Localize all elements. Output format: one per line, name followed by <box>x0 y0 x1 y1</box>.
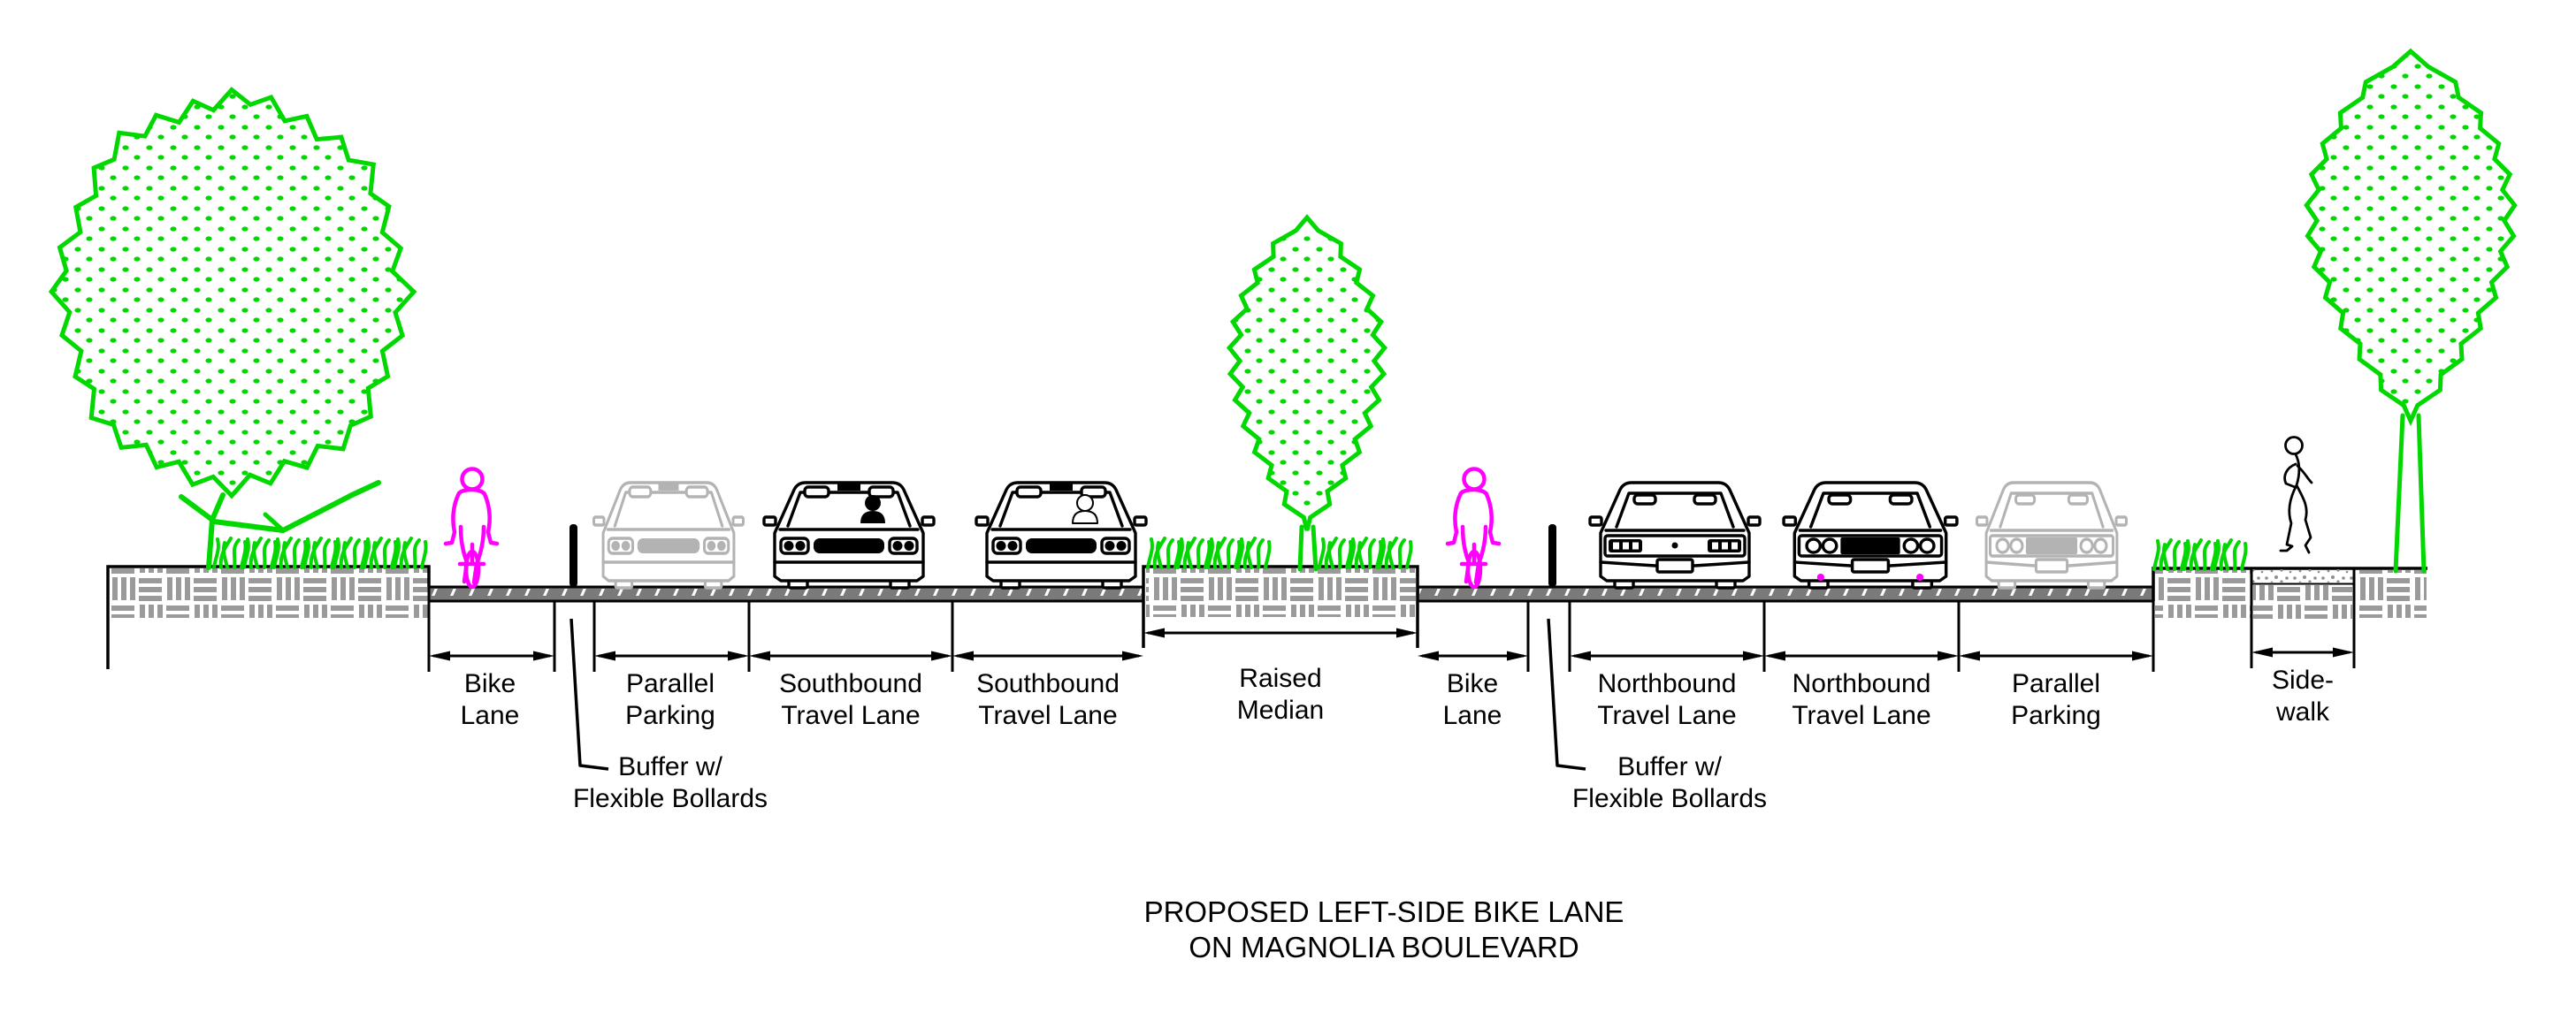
extension-lines <box>427 601 2155 672</box>
label-northbound-lane-1: Northbound Travel Lane <box>1597 668 1736 732</box>
label-line: Travel Lane <box>1792 701 1931 730</box>
car-northbound-lane-1 <box>1588 481 1762 590</box>
left-verge <box>106 565 431 669</box>
label-line: Southbound <box>779 669 922 698</box>
dim-southbound-2 <box>952 651 1143 661</box>
label-line: Buffer w/ <box>1617 752 1722 781</box>
label-bike-lane-left: Bike Lane <box>461 668 520 732</box>
label-line: Northbound <box>1792 669 1931 698</box>
car-southbound-lane-1 <box>762 481 936 590</box>
car-parked-northbound <box>1976 481 2128 590</box>
dim-northbound-2 <box>1764 651 1959 661</box>
callout-buffer-right: Buffer w/ Flexible Bollards <box>1572 751 1767 815</box>
label-parallel-parking-left: Parallel Parking <box>625 668 715 732</box>
title-line: PROPOSED LEFT-SIDE BIKE LANE <box>1143 895 1624 928</box>
dim-parallel-parking-right <box>1959 651 2153 661</box>
label-line: Parallel <box>625 669 715 698</box>
label-line: walk <box>2275 697 2330 727</box>
road-surface-left <box>427 585 1145 603</box>
cyclist-right <box>1448 469 1499 588</box>
tree-conifer-median <box>1226 214 1388 572</box>
title-line: ON MAGNOLIA BOULEVARD <box>1189 931 1579 963</box>
label-line: Raised <box>1239 664 1322 693</box>
label-line: Side- <box>2271 666 2335 695</box>
callout-buffer-left: Buffer w/ Flexible Bollards <box>573 751 768 815</box>
label-bike-lane-right: Bike Lane <box>1443 668 1502 732</box>
road-surface-right <box>1416 585 2155 603</box>
raised-median-block <box>1142 565 1419 648</box>
car-parked-southbound <box>592 481 745 590</box>
dim-bike-lane-left <box>429 651 554 661</box>
label-line: Lane <box>1442 701 1502 730</box>
buffer-leader-left <box>569 618 609 771</box>
label-line: Travel Lane <box>1597 701 1737 730</box>
dim-raised-median <box>1143 628 1418 638</box>
label-sidewalk: Side- walk <box>2272 665 2334 728</box>
label-line: Flexible Bollards <box>572 784 768 813</box>
sidewalk-surface <box>2250 568 2356 668</box>
dim-bike-lane-right <box>1418 651 1528 661</box>
bollard-right <box>1548 524 1556 587</box>
label-northbound-lane-2: Northbound Travel Lane <box>1792 668 1930 732</box>
tree-deciduous-left <box>48 87 417 570</box>
buffer-leader-right <box>1547 618 1586 771</box>
tree-poplar-right <box>2304 48 2518 574</box>
dim-southbound-1 <box>749 651 952 661</box>
label-line: Southbound <box>976 669 1120 698</box>
label-line: Median <box>1236 696 1325 725</box>
label-parallel-parking-right: Parallel Parking <box>2011 668 2101 732</box>
dim-northbound-1 <box>1570 651 1764 661</box>
label-raised-median: Raised Median <box>1237 663 1324 727</box>
dim-sidewalk <box>2251 647 2354 658</box>
label-southbound-lane-1: Southbound Travel Lane <box>779 668 922 732</box>
bollard-left <box>569 524 577 587</box>
label-line: Buffer w/ <box>618 752 722 781</box>
dim-parallel-parking-left <box>594 651 749 661</box>
label-line: Bike <box>1446 669 1499 698</box>
label-line: Parallel <box>2011 669 2101 698</box>
label-line: Travel Lane <box>978 701 1118 730</box>
label-line: Bike <box>463 669 516 698</box>
drawing-title: PROPOSED LEFT-SIDE BIKE LANE ON MAGNOLIA… <box>1144 895 1624 965</box>
label-southbound-lane-2: Southbound Travel Lane <box>976 668 1120 732</box>
jogger <box>2279 436 2313 554</box>
label-line: Flexible Bollards <box>1571 784 1768 813</box>
cyclist-left <box>446 469 497 588</box>
car-northbound-lane-2 <box>1782 481 1959 590</box>
label-line: Parking <box>2011 701 2101 730</box>
label-line: Northbound <box>1597 669 1737 698</box>
label-line: Travel Lane <box>781 701 921 730</box>
label-line: Lane <box>460 701 520 730</box>
label-line: Parking <box>625 701 715 730</box>
car-southbound-lane-2 <box>975 481 1148 590</box>
